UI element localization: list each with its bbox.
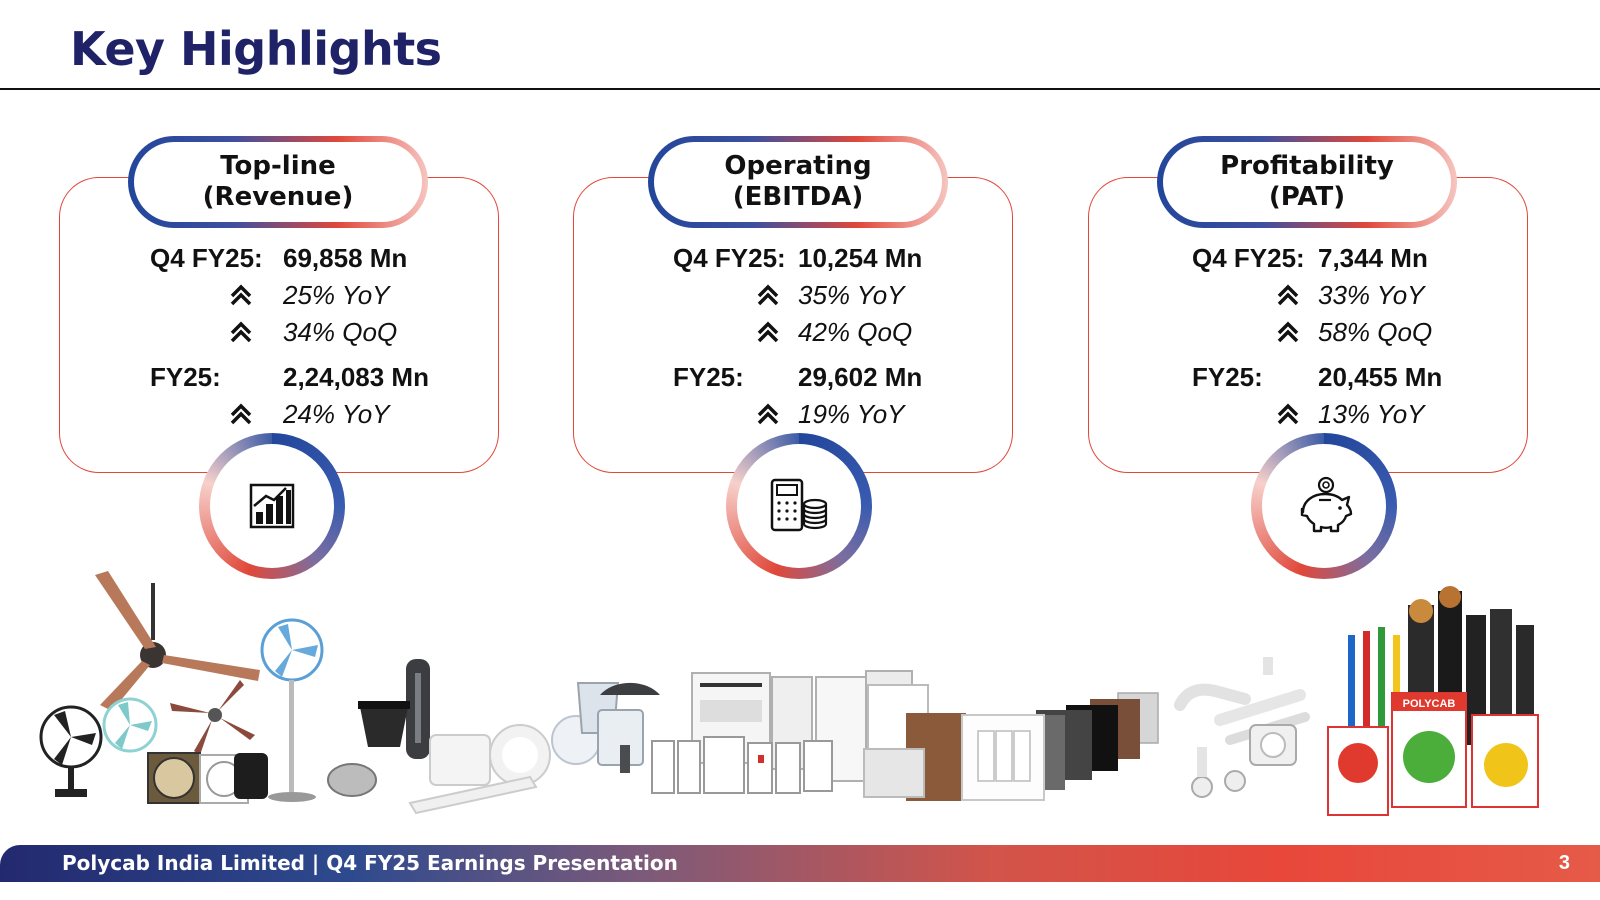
card-heading-line: (PAT) <box>1268 182 1346 212</box>
conduits-icon <box>1174 657 1310 798</box>
footer-text: Polycab India Limited | Q4 FY25 Earnings… <box>62 851 678 875</box>
card-heading-pill: Operating (EBITDA) <box>648 136 948 228</box>
lighting-icon <box>327 659 660 815</box>
piggy-bank-icon <box>1300 476 1353 533</box>
fy-label: FY25: <box>1192 362 1263 392</box>
switches-icon <box>961 692 1159 801</box>
q4-label: Q4 FY25: <box>150 243 263 273</box>
q4-yoy: 25% YoY <box>283 280 390 310</box>
switchgear-icon <box>651 670 966 801</box>
footer-bar: Polycab India Limited | Q4 FY25 Earnings… <box>0 845 1600 882</box>
fy-yoy: 13% YoY <box>1318 399 1425 429</box>
q4-qoq: 34% QoQ <box>283 317 398 347</box>
double-chevron-up-icon <box>230 321 252 343</box>
card-heading-pill: Top-line (Revenue) <box>128 136 428 228</box>
double-chevron-up-icon <box>757 403 779 425</box>
title-divider <box>0 88 1600 90</box>
card-heading-line: Profitability <box>1220 151 1394 181</box>
cables-icon: POLYCAB <box>1327 586 1539 816</box>
double-chevron-up-icon <box>1277 403 1299 425</box>
card-heading-pill: Profitability (PAT) <box>1157 136 1457 228</box>
icon-ring <box>726 433 872 579</box>
page-title: Key Highlights <box>70 22 442 76</box>
q4-yoy: 33% YoY <box>1318 280 1425 310</box>
fy-yoy: 19% YoY <box>798 399 905 429</box>
page-number: 3 <box>1558 852 1570 874</box>
fy-label: FY25: <box>673 362 744 392</box>
double-chevron-up-icon <box>230 284 252 306</box>
q4-value: 69,858 Mn <box>283 243 408 273</box>
q4-label: Q4 FY25: <box>1192 243 1305 273</box>
double-chevron-up-icon <box>230 403 252 425</box>
fy-value: 2,24,083 Mn <box>283 362 429 392</box>
double-chevron-up-icon <box>757 321 779 343</box>
bar-chart-growth-icon <box>249 483 295 529</box>
q4-qoq: 58% QoQ <box>1318 317 1433 347</box>
double-chevron-up-icon <box>1277 284 1299 306</box>
icon-ring <box>1251 433 1397 579</box>
products-illustration: POLYCAB <box>39 571 1539 816</box>
double-chevron-up-icon <box>1277 321 1299 343</box>
card-heading-line: Top-line <box>220 151 336 181</box>
q4-yoy: 35% YoY <box>798 280 905 310</box>
card-heading-line: (Revenue) <box>202 182 354 212</box>
calculator-coins-icon <box>770 478 828 532</box>
q4-qoq: 42% QoQ <box>798 317 913 347</box>
fans-icon <box>39 571 324 804</box>
q4-value: 10,254 Mn <box>798 243 923 273</box>
q4-label: Q4 FY25: <box>673 243 786 273</box>
fy-value: 29,602 Mn <box>798 362 923 392</box>
card-heading-line: (EBITDA) <box>732 182 864 212</box>
q4-value: 7,344 Mn <box>1318 243 1428 273</box>
fy-label: FY25: <box>150 362 221 392</box>
card-heading-line: Operating <box>724 151 872 181</box>
brand-label: POLYCAB <box>1403 698 1456 710</box>
fy-yoy: 24% YoY <box>283 399 390 429</box>
fy-value: 20,455 Mn <box>1318 362 1443 392</box>
icon-ring <box>199 433 345 579</box>
double-chevron-up-icon <box>757 284 779 306</box>
